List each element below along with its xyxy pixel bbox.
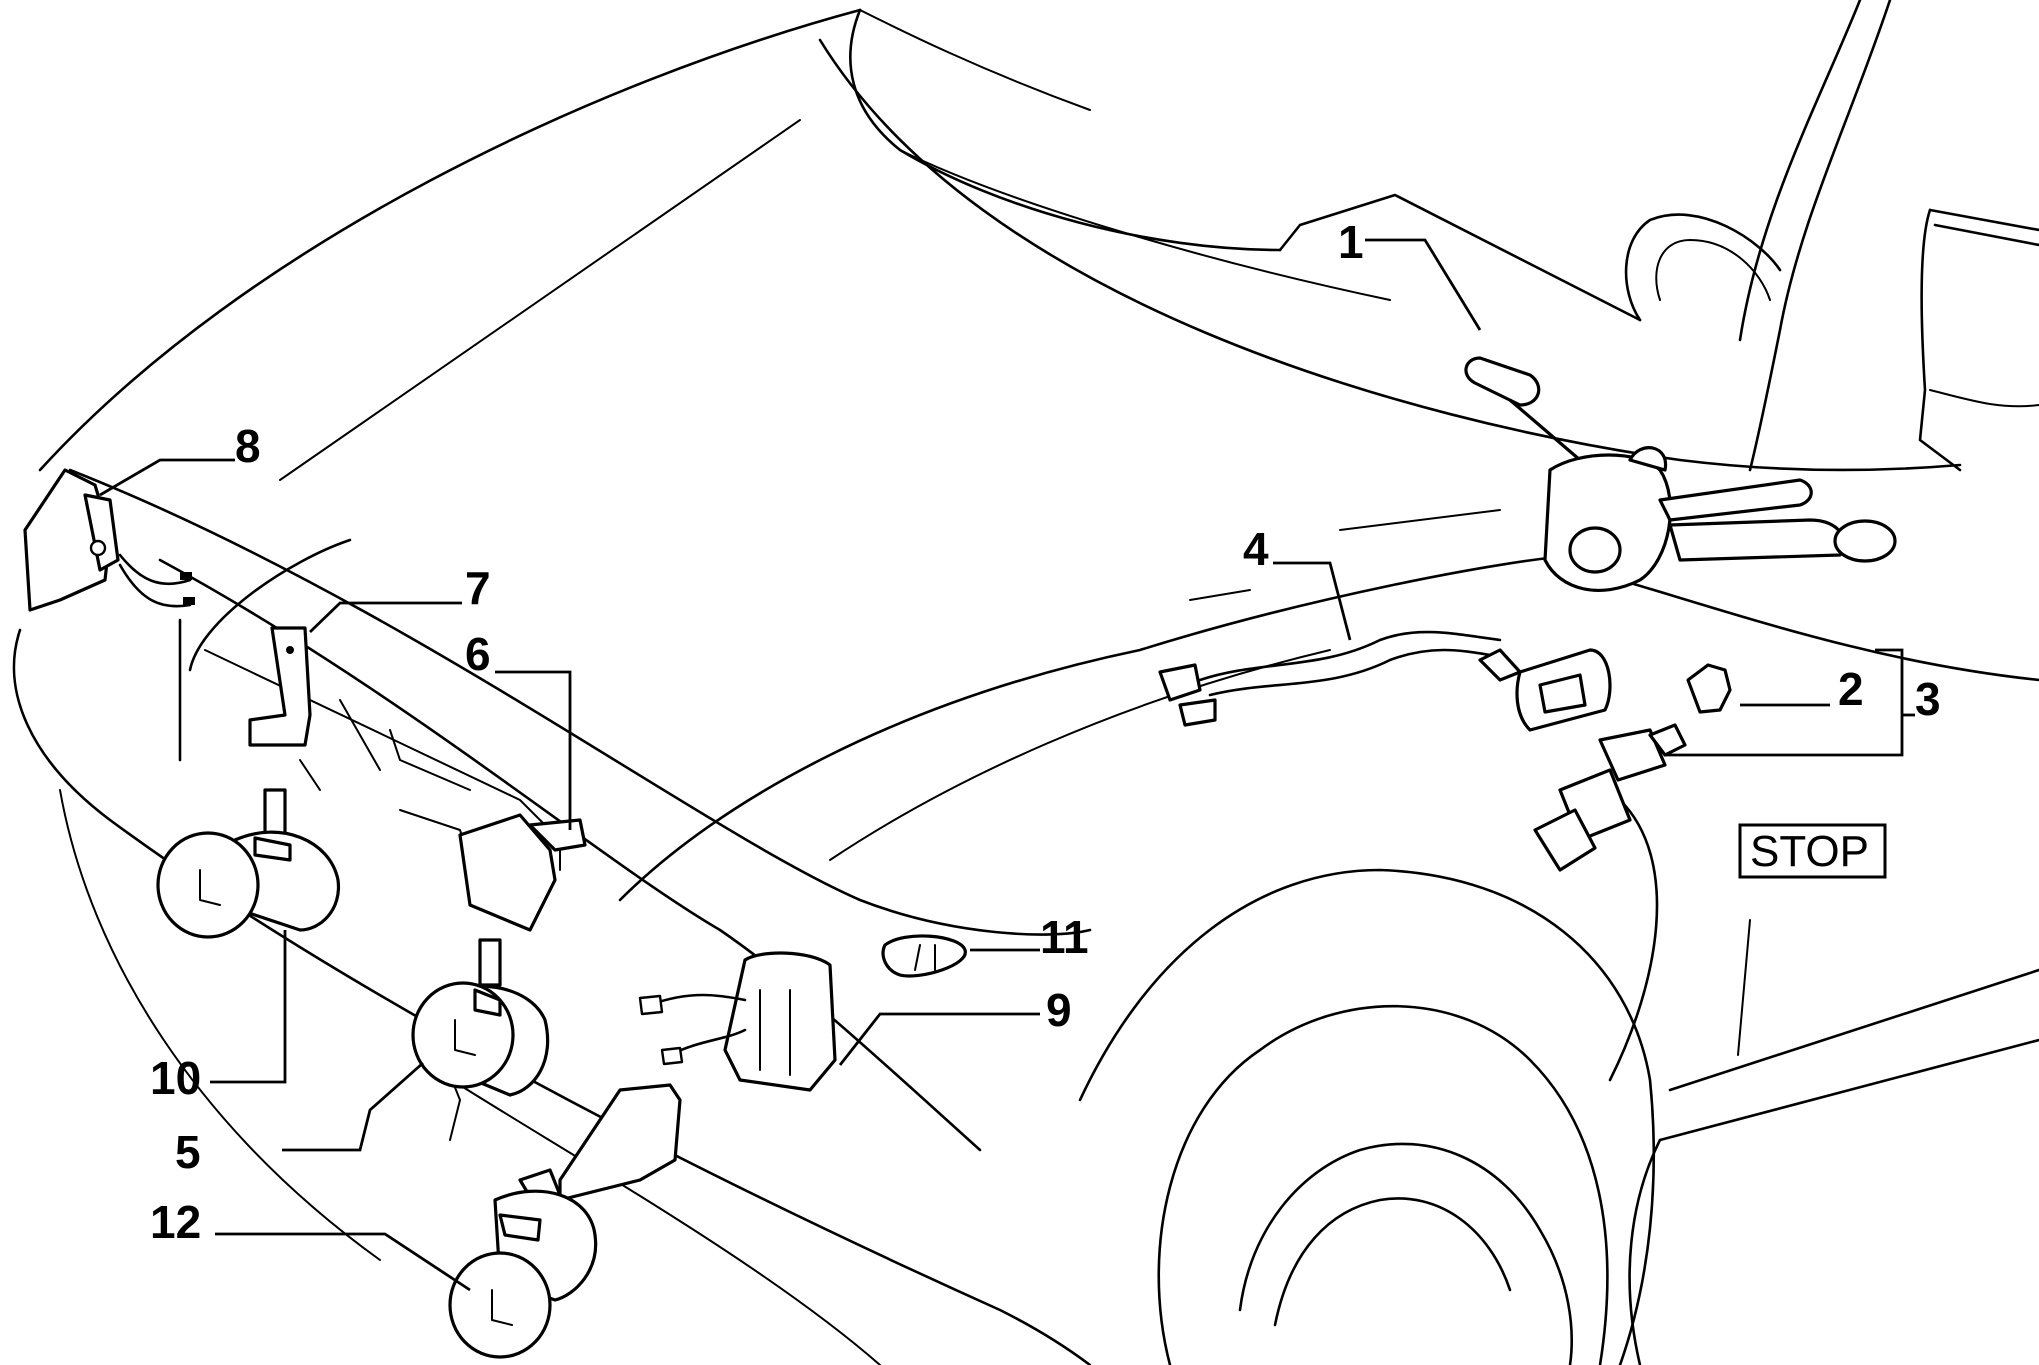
callout-4: 4 (1243, 523, 1269, 575)
part-1-steering-switch (1464, 356, 1897, 592)
callout-3: 3 (1915, 673, 1941, 725)
callout-12: 12 (150, 1196, 201, 1248)
stop-label: STOP (1738, 823, 1887, 879)
callout-11: 11 (1040, 911, 1089, 963)
part-5-horn (411, 938, 550, 1097)
callout-2: 2 (1838, 663, 1864, 715)
car-body-outline (12, 0, 2039, 1365)
stop-label-text: STOP (1750, 827, 1869, 876)
part-8-lamp (23, 468, 195, 612)
part-12-horn (448, 1083, 682, 1359)
part-6-bracket (458, 813, 587, 932)
callout-9: 9 (1046, 984, 1072, 1036)
callout-1: 1 (1338, 216, 1364, 268)
callout-labels: 1 2 3 4 5 6 7 8 9 10 11 12 (150, 216, 1941, 1248)
part-11-bulb (881, 934, 967, 978)
leader-lines (99, 238, 1915, 1292)
part-2-3-stop-switch (1533, 663, 1732, 872)
callout-7: 7 (465, 562, 491, 614)
stop-label-box (1738, 823, 1887, 879)
callout-8: 8 (235, 420, 261, 472)
part-7-bracket (248, 626, 312, 747)
part-9-flasher (638, 951, 837, 1092)
callout-10: 10 (150, 1052, 201, 1104)
callout-6: 6 (465, 628, 491, 680)
part-10-horn (156, 788, 341, 939)
callout-5: 5 (175, 1126, 201, 1178)
part-4-light-switch (1158, 630, 1612, 732)
